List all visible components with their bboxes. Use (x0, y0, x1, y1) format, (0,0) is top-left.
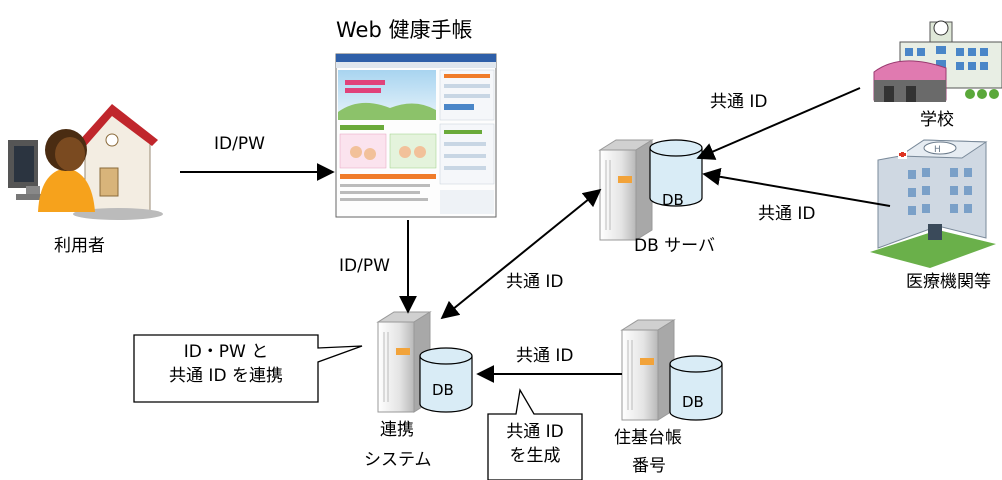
db-label-link: DB (432, 381, 454, 399)
juki-label-line2: 番号 (632, 456, 666, 476)
db-label-juki: DB (682, 393, 704, 411)
callout-gen-line1: 共通 ID (506, 422, 564, 442)
svg-text:H: H (934, 145, 941, 155)
diagram-title: Web 健康手帳 (336, 18, 473, 42)
edge-label-user-web: ID/PW (214, 134, 265, 154)
db-server-label: DB サーバ (634, 236, 715, 256)
user-icon (8, 104, 163, 220)
edge-label-school-dbserver: 共通 ID (710, 92, 768, 112)
link-system-label-line1: 連携 (380, 420, 414, 440)
edge-label-link-dbserver: 共通 ID (506, 272, 564, 292)
juki-server-icon (620, 319, 723, 421)
hospital-icon: H (870, 139, 996, 268)
db-label-dbserver: DB (662, 191, 684, 209)
school-label: 学校 (920, 110, 954, 130)
arrow-link-dbserver (440, 188, 602, 320)
user-label: 利用者 (54, 236, 105, 256)
arrow-school-to-dbserver (696, 87, 861, 160)
callout-link-line2: 共通 ID を連携 (169, 366, 283, 386)
edge-label-juki-link: 共通 ID (516, 346, 574, 366)
arrow-medical-to-dbserver (702, 167, 891, 207)
callout-gen-shape (487, 388, 583, 480)
web-health-notebook-screenshot (335, 53, 497, 218)
db-server-icon (598, 139, 703, 241)
school-icon (873, 20, 1002, 102)
callout-gen-text: 共通 ID を生成 (488, 420, 582, 468)
juki-label-line1: 住基台帳 (614, 428, 682, 448)
link-system-label-line2: システム (364, 450, 432, 470)
medical-label: 医療機関等 (906, 272, 991, 292)
callout-link-line1: ID・PW と (183, 342, 269, 362)
callout-gen-line2: を生成 (509, 446, 561, 466)
edge-label-medical-dbserver: 共通 ID (758, 204, 816, 224)
callout-link-shape (133, 334, 363, 403)
edge-label-web-link: ID/PW (339, 256, 390, 276)
link-system-server-icon (376, 311, 473, 413)
callout-link-text: ID・PW と 共通 ID を連携 (134, 340, 318, 388)
